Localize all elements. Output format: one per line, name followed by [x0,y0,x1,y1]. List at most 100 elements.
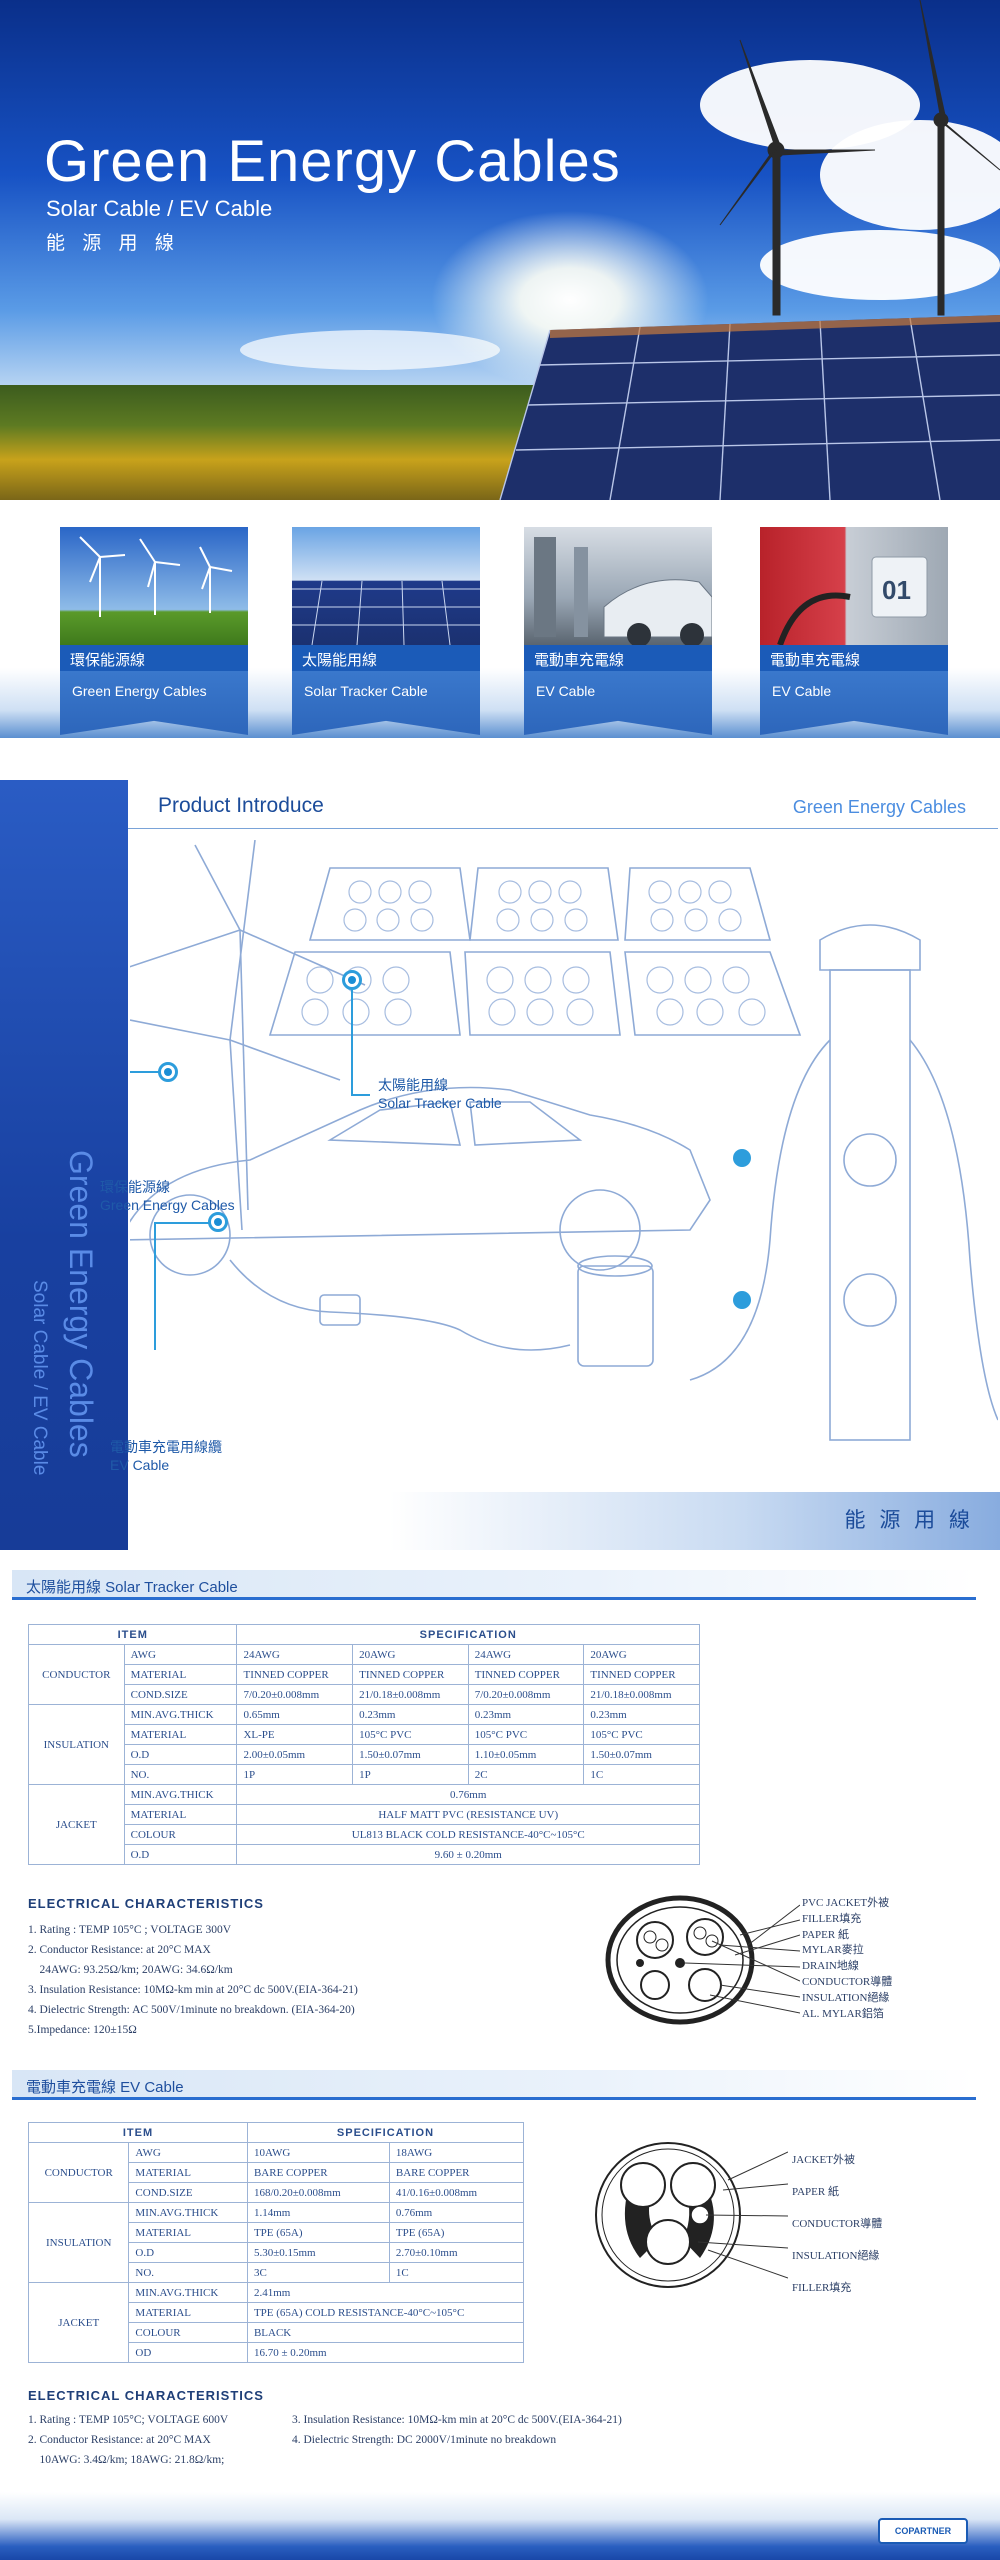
callout-dot-solar[interactable] [342,970,362,990]
table-cell: 0.76mm [236,1784,700,1805]
table-row: COND.SIZE 7/0.20±0.008mm 21/0.18±0.008mm… [29,1684,700,1705]
cross-label: CONDUCTOR導體 [792,2218,883,2230]
table-cell: 0.23mm [467,1704,585,1725]
table-cell: 1.10±0.05mm [467,1744,585,1765]
callout-label-ev-en: EV Cable [110,1457,170,1473]
table-cell: UL813 BLACK COLD RESISTANCE-40°C~105°C [236,1824,700,1845]
table-header-item: ITEM [27,1624,238,1645]
list-item: 1. Rating : TEMP 105°C; VOLTAGE 600V [28,2414,229,2426]
row-label: COND.SIZE [123,1684,238,1705]
table-row: MATERIAL BARE COPPER BARE COPPER [29,2162,525,2183]
table-cell: TPE (65A) COLD RESISTANCE-40°C~105°C [246,2302,525,2323]
spec-table-ev: ITEM SPECIFICATION CONDUCTOR AWG 10AWG 1… [27,2122,525,2363]
intro-right-title: Green Energy Cables [792,797,966,817]
row-label: OD [128,2342,248,2363]
list-item: 3. Insulation Resistance: 10MΩ-km min at… [292,2414,622,2426]
list-item: 10AWG: 3.4Ω/km; 18AWG: 21.8Ω/km; [28,2454,225,2466]
table-header-spec: SPECIFICATION [236,1624,700,1645]
table-cell: 5.30±0.15mm [246,2242,390,2263]
table-row: O.D 9.60 ± 0.20mm [29,1844,700,1865]
table-cell: 3C [246,2262,390,2283]
elec-heading-ev: ELECTRICAL CHARACTERISTICS [28,2388,264,2403]
table-cell: TPE (65A) [388,2222,525,2243]
group-label: CONDUCTOR [27,2142,130,2203]
intro-left-bar: Green Energy Cables Solar Cable / EV Cab… [0,780,128,1550]
copartner-logo[interactable]: COPARTNER [878,2518,968,2544]
wind-farm-photo [60,527,248,645]
callout-label-green-en: Green Energy Cables [100,1197,235,1213]
hero-solar-panels [499,315,1000,500]
table-row: MATERIAL TPE (65A) COLD RESISTANCE-40°C~… [29,2302,525,2323]
hero-wind-turbines [719,0,1000,316]
list-item: 24AWG: 93.25Ω/km; 20AWG: 34.6Ω/km [28,1964,233,1976]
table-cell: 1C [388,2262,525,2283]
table-cell: 2C [467,1764,585,1785]
callout-label-green: 環保能源線 Green Energy Cables [100,1178,235,1214]
category-label-en: Solar Tracker Cable [292,671,480,735]
intro-title-divider [128,828,998,829]
row-label: MATERIAL [123,1724,238,1745]
table-cell: BARE COPPER [388,2162,525,2183]
cross-label: PAPER 紙 [792,2186,839,2198]
table-row: COND.SIZE 168/0.20±0.008mm 41/0.16±0.008… [29,2182,525,2203]
intro-line-illustration [130,840,998,1441]
hero-title: Green Energy Cables [44,129,621,194]
table-row: O.D 2.00±0.05mm 1.50±0.07mm 1.10±0.05mm … [29,1744,700,1765]
row-label: COND.SIZE [128,2182,248,2203]
product-introduce-section: Green Energy Cables Solar Cable / EV Cab… [0,780,1000,1550]
table-cell: 24AWG [467,1644,585,1665]
intro-side-text-2: Solar Cable / EV Cable [29,1280,50,1476]
cross-label: CONDUCTOR導體 [802,1975,893,1988]
table-cell: 7/0.20±0.008mm [467,1684,585,1705]
table-cell: 0.23mm [352,1704,469,1725]
list-item: 5.Impedance: 120±15Ω [28,2024,137,2036]
cross-labels-solar: PVC JACKET外被 FILLER填充 PAPER 紙 MYLAR麥拉 DR… [802,1896,892,2022]
table-cell: 10AWG [246,2142,390,2163]
hero-subtitle-en: Solar Cable / EV Cable [46,196,273,221]
cross-labels-ev: JACKET外被 PAPER 紙 CONDUCTOR導體 INSULATION絕… [792,2144,882,2304]
category-card-solar[interactable]: 太陽能用線 Solar Tracker Cable [292,527,480,735]
table-cell: XL-PE [236,1724,354,1745]
table-cell: 0.23mm [583,1704,700,1725]
callout-label-green-cn: 環保能源線 [100,1179,170,1195]
category-card-ev-1[interactable]: 電動車充電線 EV Cable [524,527,712,735]
table-row: INSULATION MIN.AVG.THICK 0.65mm 0.23mm 0… [28,1704,700,1785]
list-item: 4. Dielectric Strength: AC 500V/1minute … [28,2004,355,2016]
table-cell: 18AWG [388,2142,525,2163]
cross-label: FILLER填充 [792,2282,852,2294]
table-cell: 20AWG [352,1644,469,1665]
table-cell: BARE COPPER [246,2162,390,2183]
table-row: MATERIAL HALF MATT PVC (RESISTANCE UV) [29,1804,700,1825]
row-label: MATERIAL [128,2222,248,2243]
cross-label: PVC JACKET外被 [802,1897,890,1909]
category-card-green-energy[interactable]: 環保能源線 Green Energy Cables [60,527,248,735]
cross-section-solar [605,1895,800,2025]
table-cell: TINNED COPPER [583,1664,700,1685]
table-cell: 0.76mm [388,2202,525,2223]
ev-charging-photo [524,527,712,645]
table-cell: TINNED COPPER [467,1664,585,1685]
elec-list-ev-left: 1. Rating : TEMP 105°C; VOLTAGE 600V 2. … [28,2410,228,2470]
callout-dot-green[interactable] [158,1062,178,1082]
table-cell: 1P [236,1764,354,1785]
table-header-item: ITEM [28,2122,248,2143]
section-heading-ev: 電動車充電線 EV Cable [12,2070,976,2100]
category-card-ev-2[interactable]: 01 電動車充電線 EV Cable [760,527,948,735]
intro-side-text-1: Green Energy Cables [63,1150,99,1458]
callout-label-ev-cn: 電動車充電用線纜 [110,1439,222,1455]
category-label-en: EV Cable [760,671,948,735]
category-label-cn: 太陽能用線 [292,645,480,671]
group-label: CONDUCTOR [28,1644,125,1705]
table-row: COLOUR UL813 BLACK COLD RESISTANCE-40°C~… [29,1824,700,1845]
row-label: MIN.AVG.THICK [123,1784,238,1805]
cross-label: DRAIN地線 [802,1960,859,1973]
table-row: JACKET MIN.AVG.THICK 2.41mm [27,2282,525,2363]
table-cell: 21/0.18±0.008mm [352,1684,469,1705]
callout-dot-ev[interactable] [208,1212,228,1232]
cross-label: INSULATION絕緣 [792,2250,880,2262]
row-label: NO. [123,1764,238,1785]
table-cell: 7/0.20±0.008mm [236,1684,354,1705]
solar-panel-photo [292,527,480,645]
intro-title: Product Introduce [158,794,324,817]
list-item: 4. Dielectric Strength: DC 2000V/1minute… [292,2434,557,2446]
